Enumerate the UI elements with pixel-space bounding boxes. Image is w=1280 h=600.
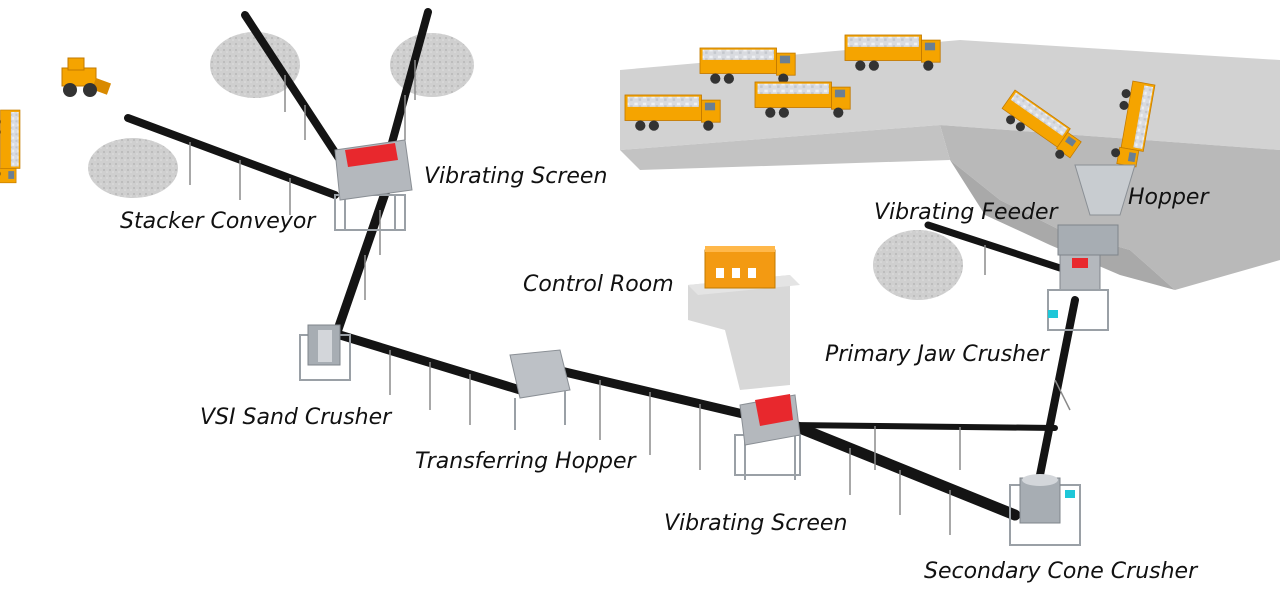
transferring-hopper-unit [509,349,571,430]
label-transferring-hopper: Transferring Hopper [415,449,636,474]
label-primary-jaw-crusher: Primary Jaw Crusher [825,342,1049,367]
conveyor-belts [124,8,1079,521]
wheel-loader [61,57,112,97]
label-stacker-conveyor: Stacker Conveyor [120,209,316,234]
feeder-side-conveyor [924,221,1064,272]
stacker-conveyor-belt [124,114,339,199]
vsi-crusher-unit [299,324,351,381]
hopper-to-screen-conveyor [543,363,765,423]
screen-to-cone-conveyor [774,414,1021,521]
primary-crushing-unit [1047,164,1136,331]
label-vibrating-screen-bottom: Vibrating Screen [664,511,848,536]
stockpile-conveyor-2 [386,8,432,154]
jaw-to-cone-conveyor [1036,296,1079,479]
conveyor-supports [189,60,1071,535]
label-control-room: Control Room [523,272,674,297]
stockpiles [88,32,963,300]
cone-crusher-unit [1009,474,1081,546]
label-vibrating-screen-top: Vibrating Screen [424,164,608,189]
top-vibrating-screen-unit [334,139,413,231]
label-secondary-cone-crusher: Secondary Cone Crusher [924,559,1198,584]
label-vibrating-feeder: Vibrating Feeder [874,200,1058,225]
bottom-vibrating-screen-unit [734,394,801,480]
label-hopper: Hopper [1128,185,1209,210]
return-conveyor [787,422,1058,431]
control-room-unit [688,246,800,390]
label-vsi-sand-crusher: VSI Sand Crusher [200,405,392,430]
stockpile-conveyor-1 [241,11,344,164]
